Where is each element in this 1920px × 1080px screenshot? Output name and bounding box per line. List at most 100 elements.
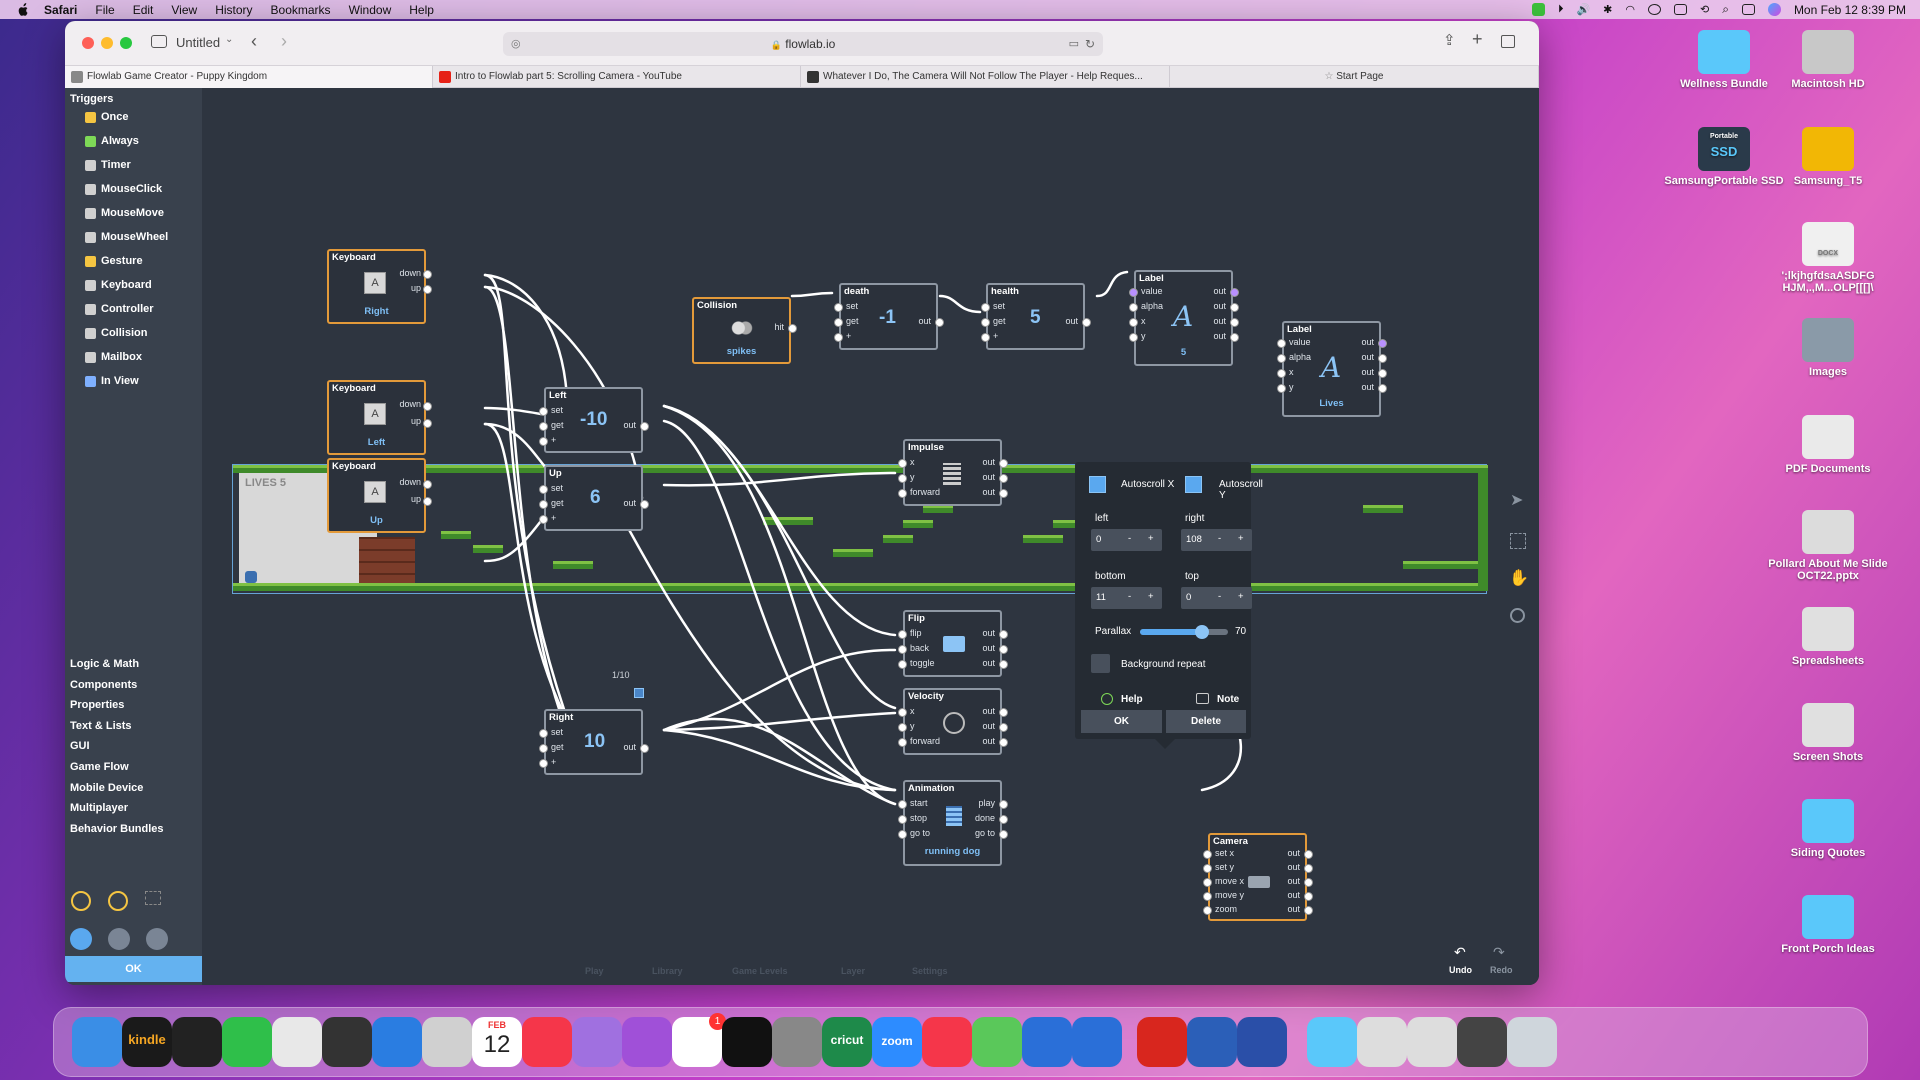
- sidebar-item-timer[interactable]: Timer: [85, 156, 131, 174]
- desktop-icon[interactable]: Images: [1768, 318, 1888, 378]
- number-node-left[interactable]: Left set get + -10 out: [539, 387, 649, 453]
- sidebar-item-once[interactable]: Once: [85, 108, 129, 126]
- keyboard-node-right[interactable]: Keyboard A down up Right: [327, 249, 432, 324]
- output-port[interactable]: [788, 324, 797, 333]
- dock-music-icon[interactable]: [522, 1017, 572, 1067]
- delete-button[interactable]: Delete: [1166, 710, 1246, 733]
- control-center-icon[interactable]: [1741, 4, 1755, 15]
- input-port[interactable]: [1203, 906, 1212, 915]
- left-stepper[interactable]: 0-+: [1091, 529, 1162, 551]
- camera-node[interactable]: Camera set x set y move x move y zoom ou…: [1203, 833, 1313, 921]
- zoom-out-icon[interactable]: [108, 891, 128, 911]
- input-port[interactable]: [1277, 384, 1286, 393]
- category-text-lists[interactable]: Text & Lists: [70, 719, 132, 732]
- minus-button[interactable]: -: [1128, 591, 1132, 602]
- dock-kindle-icon[interactable]: kindle: [122, 1017, 172, 1067]
- desktop-icon[interactable]: DOCX';lkjhgfdsaASDFG HJM,.,M...OLP[[[]\: [1768, 222, 1888, 294]
- dock-word-icon[interactable]: [1187, 1017, 1237, 1067]
- output-port[interactable]: [999, 489, 1008, 498]
- output-port[interactable]: [1230, 288, 1239, 297]
- input-port[interactable]: [834, 333, 843, 342]
- menu-history[interactable]: History: [215, 2, 253, 17]
- menu-app-safari[interactable]: Safari: [44, 2, 78, 17]
- dock-facetime-icon[interactable]: [222, 1017, 272, 1067]
- desktop-icon[interactable]: Screen Shots: [1768, 703, 1888, 763]
- right-stepper[interactable]: 108-+: [1181, 529, 1252, 551]
- input-port[interactable]: [898, 708, 907, 717]
- number-node-up[interactable]: Up set get + 6 out: [539, 465, 649, 531]
- animation-node[interactable]: Animation start stop go to play done go …: [898, 780, 1008, 866]
- help-icon[interactable]: [1101, 693, 1113, 705]
- input-port[interactable]: [539, 500, 548, 509]
- input-port[interactable]: [539, 485, 548, 494]
- library-tab[interactable]: Library: [652, 966, 683, 976]
- small-square-marker[interactable]: [634, 688, 644, 698]
- pointer-tool-icon[interactable]: ➤: [1510, 492, 1524, 509]
- input-port[interactable]: [1277, 354, 1286, 363]
- sidebar-item-mailbox[interactable]: Mailbox: [85, 348, 142, 366]
- desktop-icon[interactable]: Pollard About Me Slide OCT22.pptx: [1768, 510, 1888, 582]
- sidebar-item-mousemove[interactable]: MouseMove: [85, 204, 164, 222]
- bluetooth-icon[interactable]: ✱: [1603, 4, 1613, 16]
- tab-help-request[interactable]: Whatever I Do, The Camera Will Not Follo…: [801, 66, 1170, 88]
- zoom-tool-icon[interactable]: [1510, 608, 1525, 623]
- output-port[interactable]: [1378, 354, 1387, 363]
- collision-node[interactable]: Collision hit spikes: [692, 297, 797, 364]
- input-port[interactable]: [834, 318, 843, 327]
- top-stepper[interactable]: 0-+: [1181, 587, 1252, 609]
- zoom-in-icon[interactable]: [71, 891, 91, 911]
- output-port[interactable]: [640, 500, 649, 509]
- dock-downloads-icon[interactable]: [1357, 1017, 1407, 1067]
- input-port[interactable]: [834, 303, 843, 312]
- tab-flowlab[interactable]: Flowlab Game Creator - Puppy Kingdom: [65, 66, 433, 88]
- dock-launchpad-icon[interactable]: [422, 1017, 472, 1067]
- minimize-window-button[interactable]: [101, 37, 113, 49]
- input-port[interactable]: [981, 318, 990, 327]
- autoscroll-x-checkbox[interactable]: [1089, 476, 1106, 493]
- chevron-down-icon[interactable]: ⌄: [225, 34, 234, 45]
- input-port[interactable]: [898, 474, 907, 483]
- share-icon[interactable]: ⇪: [1443, 32, 1456, 49]
- right-value[interactable]: 108: [1186, 534, 1202, 545]
- category-game-flow[interactable]: Game Flow: [70, 761, 129, 773]
- input-port[interactable]: [539, 759, 548, 768]
- output-port[interactable]: [1378, 339, 1387, 348]
- bottom-value[interactable]: 11: [1096, 592, 1106, 603]
- label-node-value[interactable]: Label value alpha x y A out out out out …: [1129, 270, 1239, 366]
- category-logic-math[interactable]: Logic & Math: [70, 658, 140, 670]
- output-port[interactable]: [1378, 369, 1387, 378]
- plus-button[interactable]: +: [1148, 591, 1154, 602]
- dock-stacks-icon[interactable]: [1237, 1017, 1287, 1067]
- category-mobile-device[interactable]: Mobile Device: [70, 781, 144, 794]
- dock-recent-2-icon[interactable]: [1457, 1017, 1507, 1067]
- sidebar-item-mouseclick[interactable]: MouseClick: [85, 180, 162, 198]
- desktop-icon[interactable]: Wellness Bundle: [1664, 30, 1784, 90]
- number-node-health[interactable]: health set get + 5 out: [981, 283, 1091, 350]
- number-node-death[interactable]: death set get + -1 out: [834, 283, 944, 350]
- label-node-lives[interactable]: Label value alpha x y A out out out out …: [1277, 321, 1387, 417]
- tab-overview-icon[interactable]: [1501, 35, 1515, 48]
- status-app-icon[interactable]: [1531, 3, 1545, 16]
- category-gui[interactable]: GUI: [70, 740, 90, 753]
- dock-system-settings-icon[interactable]: [772, 1017, 822, 1067]
- address-bar[interactable]: ◎ 🔒 flowlab.io ▭ ↻: [503, 32, 1103, 56]
- game-levels-tab[interactable]: Game Levels: [732, 966, 788, 976]
- spotlight-icon[interactable]: ⌕: [1722, 2, 1729, 16]
- reader-icon[interactable]: ▭: [1068, 38, 1079, 50]
- output-port[interactable]: [1082, 318, 1091, 327]
- back-button[interactable]: ‹: [251, 31, 257, 51]
- output-port[interactable]: [999, 474, 1008, 483]
- menu-window[interactable]: Window: [348, 2, 392, 17]
- flip-node[interactable]: Flip flip back toggle out out out: [898, 610, 1008, 677]
- output-port[interactable]: [1378, 384, 1387, 393]
- user-icon[interactable]: [1647, 4, 1661, 15]
- impulse-node[interactable]: Impulse x y forward out out out: [898, 439, 1008, 506]
- layer-tab[interactable]: Layer: [841, 966, 866, 976]
- settings-tab[interactable]: Settings: [912, 966, 948, 976]
- pause-icon[interactable]: [108, 928, 130, 950]
- dock-mission-control-icon[interactable]: [172, 1017, 222, 1067]
- display-icon[interactable]: [1673, 4, 1687, 15]
- output-port[interactable]: [999, 815, 1008, 824]
- keyboard-node-left[interactable]: Keyboard A down up Left: [327, 380, 432, 455]
